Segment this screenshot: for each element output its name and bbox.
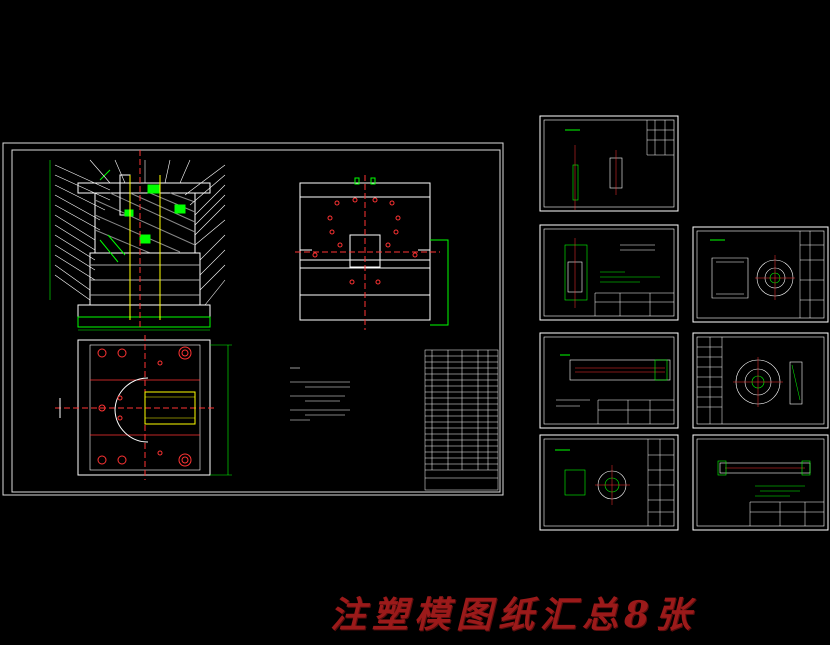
section-view [49, 150, 226, 331]
part-sheet-2 [539, 224, 679, 321]
main-assembly-sheet [2, 142, 504, 496]
part-sheet-6 [539, 434, 679, 531]
plan-view [55, 335, 232, 480]
caption-title: 注塑模图纸汇总8张 [330, 594, 698, 636]
part-sheet-3 [692, 226, 829, 323]
part-sheet-1 [539, 115, 679, 212]
part-sheet-5 [692, 332, 829, 429]
part-sheet-7 [692, 434, 829, 531]
parts-list-table [424, 349, 499, 491]
technical-notes [290, 367, 350, 421]
part-sheet-4 [539, 332, 679, 429]
front-view [295, 175, 449, 330]
